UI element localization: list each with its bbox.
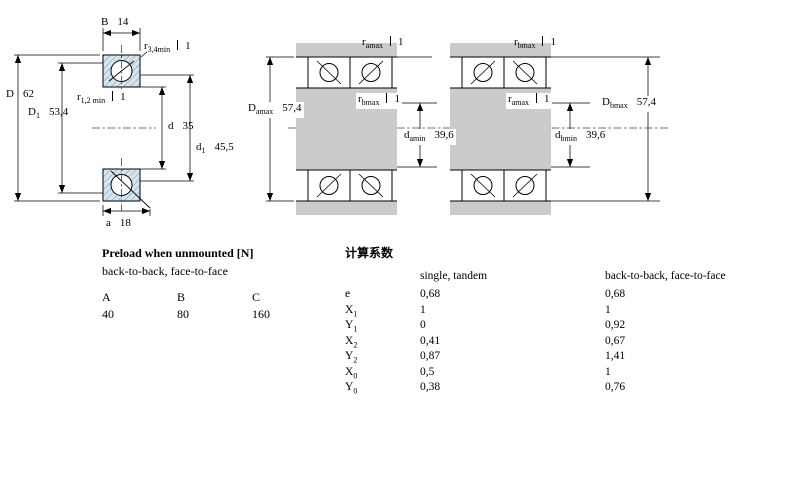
- factor-value: 0,92: [605, 319, 626, 331]
- factors-col1-header: single, tandem: [420, 270, 488, 282]
- factor-value: 0,68: [605, 288, 626, 300]
- preload-title: Preload when unmounted [N]: [102, 246, 254, 260]
- factor-row-x1: X1 1 1: [345, 303, 611, 318]
- preload-value-c: 160: [252, 307, 270, 321]
- factor-row-y1: Y1 0 0,92: [345, 319, 626, 334]
- factors-col2-header: back-to-back, face-to-face: [605, 270, 726, 282]
- factor-row-y2: Y2 0,87 1,41: [345, 350, 626, 365]
- factor-row-y0: Y0 0,38 0,76: [345, 381, 626, 396]
- factors-title: 计算系数: [345, 246, 394, 260]
- factor-value: 0,87: [420, 350, 441, 362]
- factor-row-e: e 0,68 0,68: [345, 288, 626, 300]
- factor-value: 0,5: [420, 365, 435, 378]
- preload-header-a: A: [102, 290, 111, 304]
- factor-value: 1: [420, 303, 426, 316]
- factor-value: 1,41: [605, 350, 626, 362]
- factor-value: 0,67: [605, 334, 626, 347]
- factors-rows: e 0,68 0,68 X1 1 1 Y1 0 0,92 X2 0,41 0,6…: [345, 287, 785, 396]
- preload-header-c: C: [252, 290, 261, 304]
- preload-subtitle: back-to-back, face-to-face: [102, 264, 228, 278]
- factor-value: 0,38: [420, 381, 441, 393]
- preload-value-row: 40 80 160: [102, 307, 342, 321]
- factor-value: 0,76: [605, 381, 626, 393]
- factor-value: 0,68: [420, 288, 441, 300]
- factor-row-x0: X0 0,5 1: [345, 365, 611, 380]
- factor-value: 0,41: [420, 334, 441, 347]
- preload-table: Preload when unmounted [N] back-to-back,…: [102, 246, 342, 321]
- left-dimension-lines: [14, 28, 194, 216]
- technical-drawing-canvas: [14, 28, 668, 216]
- calculation-factors-table: 计算系数 single, tandem back-to-back, face-t…: [345, 246, 785, 396]
- preload-header-row: A B C: [102, 290, 342, 304]
- factors-header-row: single, tandem back-to-back, face-to-fac…: [345, 269, 785, 284]
- back-to-back-figure: [296, 43, 397, 215]
- factor-row-x2: X2 0,41 0,67: [345, 334, 626, 349]
- preload-value-b: 80: [177, 307, 189, 321]
- factor-value: 1: [605, 365, 611, 378]
- preload-header-b: B: [177, 290, 186, 304]
- preload-value-a: 40: [102, 307, 114, 321]
- factor-value: 0: [420, 319, 426, 331]
- factor-value: 1: [605, 303, 611, 316]
